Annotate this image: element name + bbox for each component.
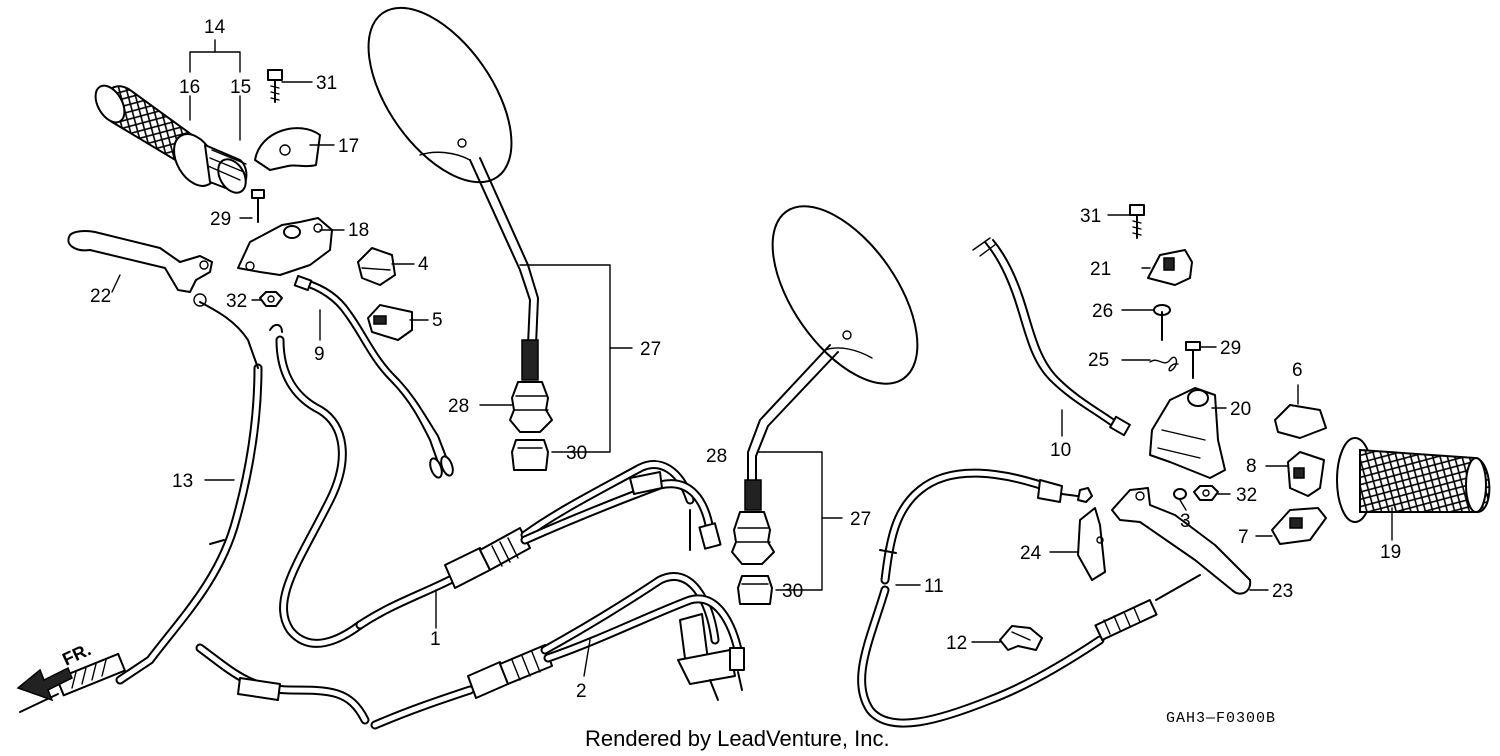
clip-12 (999, 625, 1043, 651)
callout-27-left: 27 (640, 339, 661, 360)
switch-5 (367, 304, 413, 341)
callout-labels: 14 16 15 31 17 29 18 4 22 32 5 9 27 28 3… (90, 17, 1401, 702)
callout-13: 13 (172, 471, 193, 492)
left-mirror-boot-28 (509, 381, 553, 433)
callout-20: 20 (1230, 399, 1251, 420)
brake-lever-23 (1111, 487, 1252, 595)
callout-21: 21 (1090, 259, 1111, 280)
screw-29-right (1185, 341, 1201, 379)
callout-16: 16 (179, 77, 200, 98)
callout-17: 17 (338, 136, 359, 157)
right-mirror-nut-30 (737, 575, 773, 605)
callout-28-right: 28 (706, 446, 727, 467)
callout-25: 25 (1088, 350, 1109, 371)
callout-1: 1 (430, 629, 441, 650)
callout-3: 3 (1180, 511, 1191, 532)
bolt-31-right (1129, 204, 1145, 239)
callout-10: 10 (1050, 440, 1071, 461)
callout-29-left: 29 (210, 209, 231, 230)
callout-28-left: 28 (448, 396, 469, 417)
callout-8: 8 (1246, 456, 1257, 477)
lever-bracket-18 (237, 217, 333, 276)
left-grip-assembly (94, 84, 248, 194)
callout-19: 19 (1380, 542, 1401, 563)
bolt-31-left (267, 69, 283, 103)
switch-6 (1274, 404, 1327, 439)
right-mirror-boot-28 (731, 511, 775, 565)
callout-23: 23 (1272, 581, 1293, 602)
left-mirror-27 (367, 6, 539, 381)
spring-25 (1149, 356, 1179, 372)
leader-lines (111, 39, 1393, 677)
callout-18: 18 (348, 220, 369, 241)
callout-32-left: 32 (226, 291, 247, 312)
callout-26: 26 (1092, 301, 1113, 322)
switch-harness-9 (293, 274, 454, 479)
drawing-code: GAH3—F0300B (1166, 710, 1276, 727)
callout-4: 4 (418, 254, 429, 275)
callout-27-right: 27 (850, 509, 871, 530)
nut-32-right (1193, 485, 1219, 501)
screw-29-left (251, 189, 265, 223)
callout-6: 6 (1292, 360, 1303, 381)
throttle-cable-2 (195, 572, 745, 730)
right-grip-19 (1336, 437, 1491, 523)
callout-30-right: 30 (782, 581, 803, 602)
clutch-cable-13 (19, 293, 263, 713)
render-credit: Rendered by LeadVenture, Inc. (585, 726, 890, 751)
switch-4 (357, 247, 396, 286)
washer-3 (1173, 488, 1187, 500)
callout-2: 2 (576, 681, 587, 702)
callout-22: 22 (90, 286, 111, 307)
callout-7: 7 (1238, 527, 1249, 548)
brake-cable-11 (857, 468, 1201, 728)
callout-32-right: 32 (1236, 485, 1257, 506)
right-mirror-27 (744, 205, 919, 511)
callout-31-left: 31 (316, 73, 337, 94)
switch-harness-10 (972, 237, 1131, 437)
clutch-lever-22 (67, 230, 213, 293)
throttle-cable-1 (269, 324, 722, 648)
callout-14: 14 (204, 17, 226, 38)
callout-12: 12 (946, 633, 967, 654)
callout-15: 15 (230, 77, 251, 98)
clamp-21 (1147, 249, 1193, 286)
callout-5: 5 (432, 310, 443, 331)
lever-bracket-20 (1149, 387, 1226, 479)
callout-31-right: 31 (1080, 206, 1101, 227)
callout-24: 24 (1020, 543, 1042, 564)
pin-26 (1153, 304, 1171, 341)
switch-7 (1271, 507, 1327, 545)
nut-32-left (259, 291, 283, 307)
callout-29-right: 29 (1220, 338, 1241, 359)
callout-30-left: 30 (566, 443, 587, 464)
left-upper-housing (254, 127, 321, 171)
left-mirror-nut-30 (511, 439, 549, 471)
callout-9: 9 (314, 344, 325, 365)
bracket-24 (1077, 507, 1106, 581)
switch-8 (1287, 451, 1325, 497)
callout-11: 11 (924, 576, 944, 597)
